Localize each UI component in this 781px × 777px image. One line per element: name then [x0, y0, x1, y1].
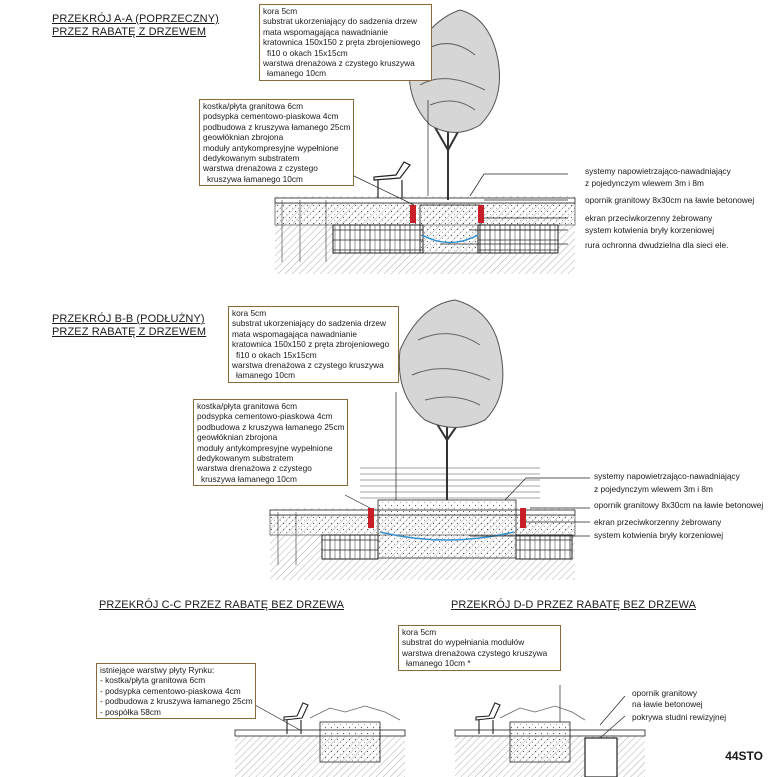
annotation-line: podsypka cementowo-piaskowa 4cm: [197, 411, 333, 422]
annotation-line: substrat ukorzeniający do sadzenia drzew: [263, 16, 418, 27]
modules-left: [321, 534, 379, 560]
annotation-line: mata wspomagająca nawadnianie: [232, 328, 357, 339]
section-a-title: PRZEKRÓJ A-A (POPRZECZNY) PRZEZ RABATĘ Z…: [52, 13, 219, 39]
sheet-number: 44STO: [725, 749, 763, 763]
tree-pit: [509, 721, 571, 763]
section-a-label-aeration: systemy napowietrzająco-nawadniający: [585, 166, 731, 176]
inspection-well: [584, 737, 618, 777]
section-d-title: PRZEKRÓJ D-D PRZEZ RABATĘ BEZ DRZEWA: [451, 599, 697, 611]
bench-icon: [373, 161, 411, 198]
modules-right: [477, 224, 559, 254]
annotation-line: podbudowa z kruszywa łamanego 25cm: [203, 121, 351, 132]
annotation-line: - podsypka cementowo-piaskowa 4cm: [100, 685, 241, 696]
section-c-left-annotation: istniejące warstwy płyty Rynku: - kostka…: [96, 663, 256, 720]
section-b-left-annotation: kostka/płyta granitowa 6cm podsypka ceme…: [193, 399, 348, 487]
annotation-line: - kostka/płyta granitowa 6cm: [100, 675, 206, 686]
bench-icon: [360, 467, 540, 499]
section-c-title: PRZEKRÓJ C-C PRZEZ RABATĘ BEZ DRZEWA: [99, 599, 345, 611]
section-a-label-root-barrier: ekran przeciwkorzenny żebrowany: [585, 213, 713, 223]
section-b-title-line2: PRZEZ RABATĘ Z DRZEWEM: [52, 326, 207, 338]
annotation-line: fi10 o okach 15x15cm: [236, 349, 317, 360]
annotation-line: moduły antykompresyjne wypełnione: [203, 142, 339, 153]
bench-icon: [283, 702, 309, 734]
modules-left: [332, 224, 424, 254]
leader-lines: [254, 100, 626, 739]
paving-layer: [274, 197, 576, 204]
modules-right: [515, 534, 573, 560]
annotation-line: łamanego 10cm *: [406, 658, 471, 669]
annotation-line: warstwa drenażowa czystego kruszywa: [402, 647, 548, 658]
annotation-line: - pospółka 58cm: [100, 706, 161, 717]
section-d-top-annotation: kora 5cm substrat do wypełniania modułów…: [398, 625, 561, 671]
annotation-line: kora 5cm: [263, 6, 298, 16]
annotation-line: łamanego 10cm: [236, 370, 296, 381]
section-a-top-annotation: kora 5cm substrat ukorzeniający do sadze…: [259, 4, 432, 81]
section-b-label-inlet: z pojedynczym wlewem 3m i 8m: [594, 484, 713, 494]
annotation-line: warstwa drenażowa z czystego kruszywa: [232, 360, 384, 371]
annotation-line: kostka/płyta granitowa 6cm: [197, 401, 298, 411]
annotation-line: dedykowanym substratem: [203, 153, 300, 164]
annotation-line: kora 5cm: [402, 627, 437, 637]
annotation-line: kratownica 150x150 z pręta zbrojeniowego: [232, 339, 390, 350]
section-d-label-curb-base: na ławie betonowej: [632, 699, 703, 709]
annotation-line: warstwa drenażowa z czystego kruszywa: [263, 58, 415, 69]
section-a-title-line2: PRZEZ RABATĘ Z DRZEWEM: [52, 26, 207, 38]
section-a-label-inlet: z pojedynczym wlewem 3m i 8m: [585, 178, 704, 188]
annotation-line: mata wspomagająca nawadnianie: [263, 26, 388, 37]
section-d-label-curb: opornik granitowy: [632, 688, 698, 698]
section-b-label-root-barrier: ekran przeciwkorzenny żebrowany: [594, 517, 722, 527]
annotation-line: geowłóknian zbrojona: [203, 132, 284, 143]
section-b-title: PRZEKRÓJ B-B (PODŁUŻNY) PRZEZ RABATĘ Z D…: [52, 313, 206, 339]
section-a-label-anchoring: system kotwienia bryły korzeniowej: [585, 225, 715, 235]
annotation-line: geowłóknian zbrojona: [197, 432, 278, 443]
annotation-line: kruszywa łamanego 10cm: [201, 473, 297, 484]
annotation-line: kostka/płyta granitowa 6cm: [203, 101, 304, 111]
section-a-title-line1: PRZEKRÓJ A-A (POPRZECZNY): [52, 13, 219, 25]
section-a-label-curb: opornik granitowy 8x30cm na ławie betono…: [585, 195, 755, 205]
annotation-line: warstwa drenażowa z czystego: [203, 163, 318, 174]
section-a-label-conduit: rura ochronna dwudzielna dla sieci ele.: [585, 240, 729, 250]
annotation-line: kratownica 150x150 z pręta zbrojeniowego: [263, 37, 421, 48]
annotation-line: podbudowa z kruszywa łamanego 25cm: [197, 421, 345, 432]
annotation-line: warstwa drenażowa z czystego: [197, 463, 312, 474]
section-b-label-aeration: systemy napowietrzająco-nawadniający: [594, 471, 740, 481]
annotation-line: kora 5cm: [232, 308, 267, 318]
annotation-line: fi10 o okach 15x15cm: [267, 47, 348, 58]
annotation-line: substrat do wypełniania modułów: [402, 637, 525, 648]
tree-icon: [398, 299, 504, 500]
section-b-title-line1: PRZEKRÓJ B-B (PODŁUŻNY): [52, 313, 205, 325]
bench-icon: [475, 702, 501, 734]
annotation-line: istniejące warstwy płyty Rynku:: [100, 665, 215, 675]
section-b-label-curb: opornik granitowy 8x30cm na ławie betono…: [594, 500, 764, 510]
annotation-line: kruszywa łamanego 10cm: [207, 173, 303, 184]
section-b-drawing: [269, 299, 576, 580]
section-a-left-annotation: kostka/płyta granitowa 6cm podsypka ceme…: [199, 99, 354, 187]
section-d-drawing: [454, 702, 646, 777]
annotation-line: łamanego 10cm: [267, 68, 327, 79]
annotation-line: substrat ukorzeniający do sadzenia drzew: [232, 318, 387, 329]
tree-pit: [377, 499, 517, 559]
section-d-label-well-cover: pokrywa studni rewizyjnej: [632, 712, 727, 722]
section-b-label-anchoring: system kotwienia bryły korzeniowej: [594, 530, 724, 540]
annotation-line: podsypka cementowo-piaskowa 4cm: [203, 111, 339, 122]
tree-pit: [319, 721, 381, 763]
annotation-line: dedykowanym substratem: [197, 453, 294, 464]
annotation-line: - podbudowa z kruszywa łamanego 25cm: [100, 696, 253, 707]
tree-pit: [419, 204, 481, 254]
annotation-line: moduły antykompresyjne wypełnione: [197, 442, 333, 453]
section-c-drawing: [234, 702, 406, 777]
section-b-top-annotation: kora 5cm substrat ukorzeniający do sadze…: [228, 306, 399, 383]
